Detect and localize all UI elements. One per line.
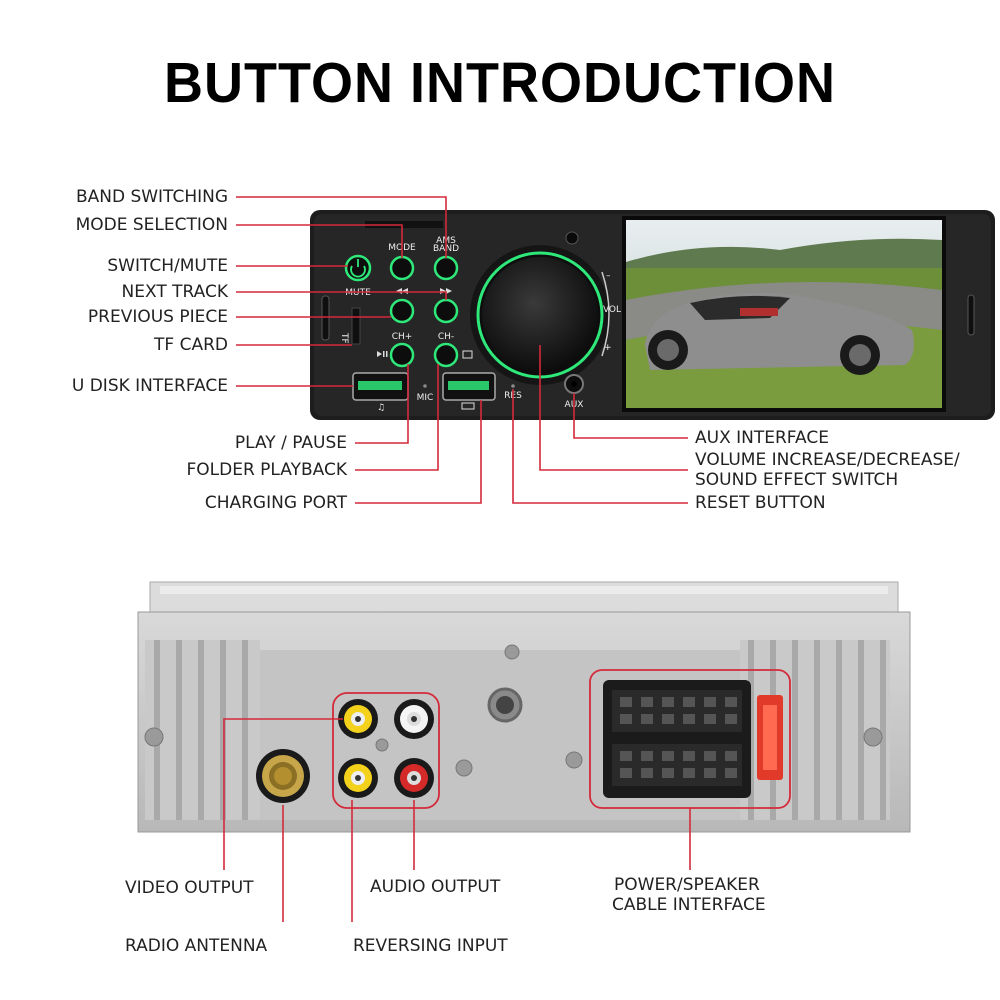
vol-text: VOL bbox=[603, 305, 621, 315]
play-pause-button[interactable] bbox=[389, 342, 415, 368]
usb-port-left[interactable] bbox=[352, 372, 409, 401]
label-next-track: NEXT TRACK bbox=[121, 282, 228, 302]
vol-plus-text: + bbox=[604, 343, 612, 353]
label-power-line2: CABLE INTERFACE bbox=[612, 895, 766, 915]
label-power-line1: POWER/SPEAKER bbox=[614, 875, 760, 895]
display-screen bbox=[622, 216, 946, 412]
mic-text: MIC bbox=[417, 393, 434, 403]
volume-knob[interactable] bbox=[470, 245, 610, 385]
music-note-icon: ♫ bbox=[377, 403, 385, 413]
label-tf-card: TF CARD bbox=[154, 335, 228, 355]
fuse bbox=[757, 695, 783, 780]
ch-plus-text: CH+ bbox=[392, 332, 413, 342]
label-video-output: VIDEO OUTPUT bbox=[125, 878, 254, 898]
label-previous-piece: PREVIOUS PIECE bbox=[87, 307, 228, 327]
screw bbox=[504, 644, 520, 660]
ch-minus-text: CH- bbox=[438, 332, 454, 342]
label-mode-selection: MODE SELECTION bbox=[75, 215, 228, 235]
car-image bbox=[645, 292, 914, 375]
video-output-jack[interactable] bbox=[338, 699, 378, 739]
label-band-switching: BAND SWITCHING bbox=[75, 187, 228, 207]
label-volume-line2: SOUND EFFECT SWITCH bbox=[695, 470, 899, 490]
label-radio-antenna: RADIO ANTENNA bbox=[125, 936, 268, 956]
folder-button[interactable] bbox=[433, 342, 459, 368]
label-audio-output: AUDIO OUTPUT bbox=[370, 877, 501, 897]
label-charging-port: CHARGING PORT bbox=[204, 493, 347, 513]
band-button[interactable] bbox=[433, 255, 459, 281]
radio-antenna-jack[interactable] bbox=[256, 749, 310, 803]
screw bbox=[144, 727, 164, 747]
screw bbox=[863, 727, 883, 747]
label-play-pause: PLAY / PAUSE bbox=[234, 433, 347, 453]
svg-text:♫: ♫ bbox=[377, 403, 385, 413]
rear-callout-lines bbox=[223, 718, 691, 922]
label-volume-line1: VOLUME INCREASE/DECREASE/ bbox=[695, 450, 960, 470]
label-folder-playback: FOLDER PLAYBACK bbox=[186, 460, 348, 480]
front-callout-lines bbox=[236, 196, 688, 504]
tf-text: TF bbox=[339, 332, 349, 344]
mute-text: MUTE bbox=[345, 288, 371, 298]
reversing-input-jack[interactable] bbox=[338, 758, 378, 798]
previous-button[interactable] bbox=[389, 298, 415, 324]
ir-sensor bbox=[565, 231, 579, 245]
label-switch-mute: SWITCH/MUTE bbox=[107, 256, 228, 276]
label-reset-button: RESET BUTTON bbox=[695, 493, 826, 513]
vol-minus-text: – bbox=[606, 271, 611, 281]
reset-hole[interactable] bbox=[511, 384, 515, 388]
power-mute-button[interactable] bbox=[344, 254, 372, 282]
screw bbox=[375, 738, 389, 752]
screw bbox=[455, 759, 473, 777]
label-reversing-input: REVERSING INPUT bbox=[353, 936, 508, 956]
mic-hole bbox=[423, 384, 427, 388]
mode-button[interactable] bbox=[389, 255, 415, 281]
rca-group-outline bbox=[332, 692, 440, 809]
front-panel: ♫ bbox=[310, 210, 995, 420]
battery-icon bbox=[461, 402, 475, 410]
play-pause-icon bbox=[377, 351, 388, 357]
iso-connector[interactable] bbox=[603, 680, 751, 798]
screw bbox=[565, 751, 583, 769]
next-button[interactable] bbox=[433, 298, 459, 324]
usb-port-right[interactable] bbox=[442, 372, 496, 401]
label-u-disk-interface: U DISK INTERFACE bbox=[71, 376, 228, 396]
aux-jack[interactable] bbox=[564, 374, 584, 394]
audio-output-red-jack[interactable] bbox=[394, 758, 434, 798]
page-title: BUTTON INTRODUCTION bbox=[164, 51, 836, 115]
label-aux-interface: AUX INTERFACE bbox=[695, 428, 829, 448]
folder-icon bbox=[462, 350, 473, 359]
audio-output-white-jack[interactable] bbox=[394, 699, 434, 739]
rear-panel bbox=[137, 581, 911, 833]
